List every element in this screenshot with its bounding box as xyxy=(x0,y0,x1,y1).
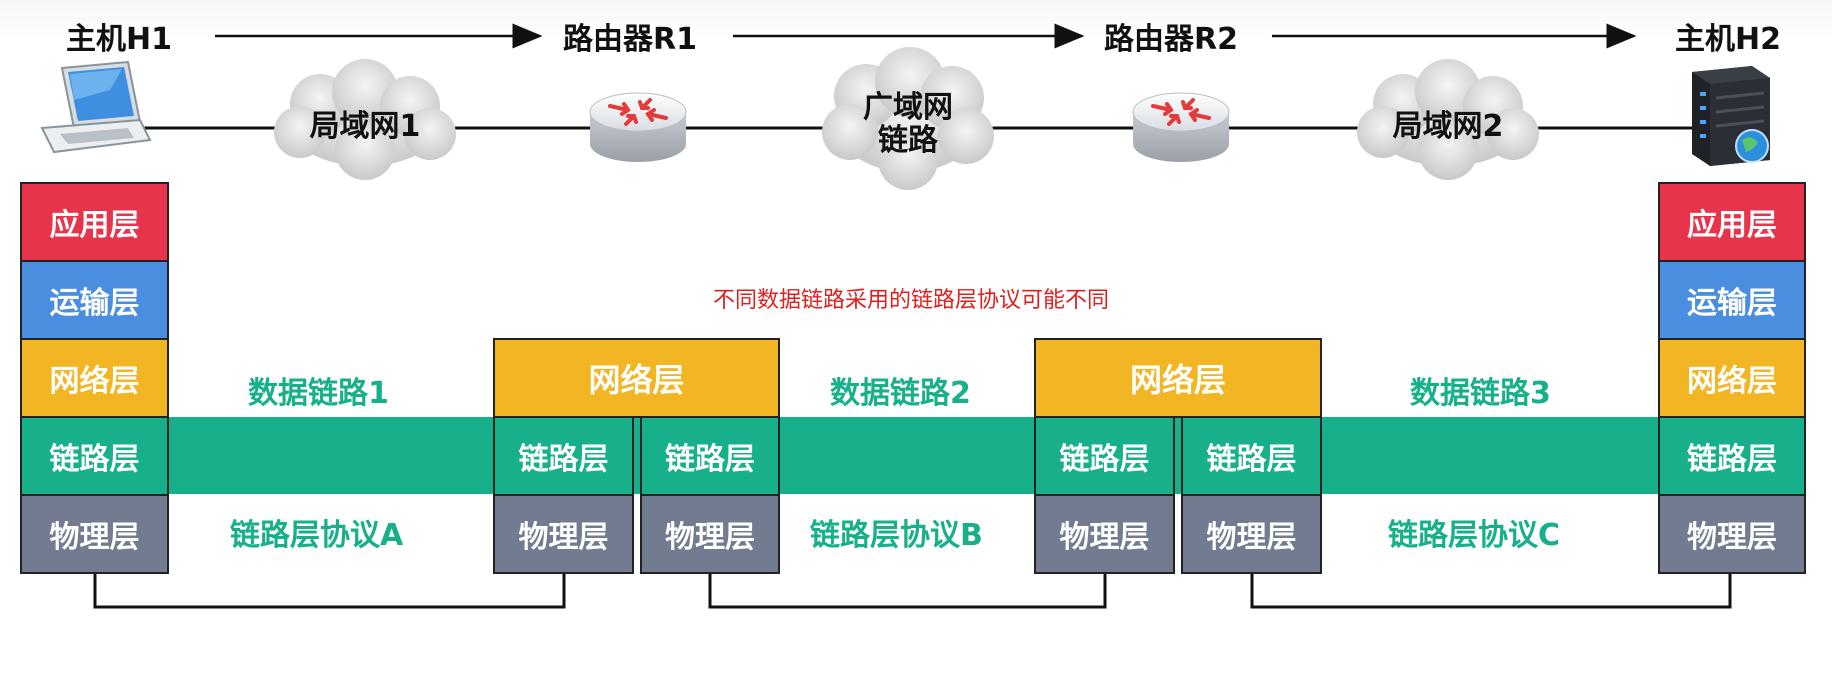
h2-physical-layer: 物理层 xyxy=(1658,494,1806,574)
h1-link-layer: 链路层 xyxy=(20,416,169,496)
link-protocol-a-label: 链路层协议A xyxy=(230,518,404,553)
router-icon-r2 xyxy=(1132,92,1230,162)
h1-network-layer: 网络层 xyxy=(20,338,169,418)
r1-network-layer: 网络层 xyxy=(493,338,780,418)
host-h1-title: 主机H1 xyxy=(66,22,172,57)
h1-application-layer: 应用层 xyxy=(20,182,169,262)
h2-transport-layer: 运输层 xyxy=(1658,260,1806,340)
wan-label-line1: 广域网 xyxy=(863,90,953,125)
server-icon xyxy=(1692,66,1770,166)
wan-label: 广域网 链路 xyxy=(848,91,968,157)
physical-connectors xyxy=(93,572,1732,609)
r2-physical-layer-left: 物理层 xyxy=(1034,494,1175,574)
r2-link-layer-left: 链路层 xyxy=(1034,416,1175,496)
link-protocol-c-label: 链路层协议C xyxy=(1388,518,1561,553)
r2-link-layer-right: 链路层 xyxy=(1181,416,1322,496)
wan-label-line2: 链路 xyxy=(878,123,938,158)
r1-physical-layer-right: 物理层 xyxy=(640,494,780,574)
data-link-1-label: 数据链路1 xyxy=(248,376,389,411)
router-r2-title: 路由器R2 xyxy=(1104,22,1238,57)
r1-physical-layer-left: 物理层 xyxy=(493,494,634,574)
data-link-3-label: 数据链路3 xyxy=(1410,376,1551,411)
router-r1-title: 路由器R1 xyxy=(563,22,697,57)
data-link-2-label: 数据链路2 xyxy=(830,376,971,411)
cloud-wan xyxy=(822,47,994,190)
h2-link-layer: 链路层 xyxy=(1658,416,1806,496)
protocol-note: 不同数据链路采用的链路层协议可能不同 xyxy=(713,288,1110,313)
host-h2-title: 主机H2 xyxy=(1675,22,1781,57)
r2-network-layer: 网络层 xyxy=(1034,338,1322,418)
cloud-lan1 xyxy=(274,59,456,180)
link-layer-band xyxy=(160,417,1660,494)
r2-physical-layer-right: 物理层 xyxy=(1181,494,1322,574)
h1-physical-layer: 物理层 xyxy=(20,494,169,574)
h2-network-layer: 网络层 xyxy=(1658,338,1806,418)
link-protocol-b-label: 链路层协议B xyxy=(810,518,983,553)
r1-link-layer-left: 链路层 xyxy=(493,416,634,496)
laptop-icon xyxy=(40,60,152,154)
lan1-label: 局域网1 xyxy=(309,109,421,144)
cloud-lan2 xyxy=(1357,59,1539,180)
h1-transport-layer: 运输层 xyxy=(20,260,169,340)
router-icon-r1 xyxy=(589,92,687,162)
lan2-label: 局域网2 xyxy=(1392,109,1504,144)
r1-link-layer-right: 链路层 xyxy=(640,416,780,496)
h2-application-layer: 应用层 xyxy=(1658,182,1806,262)
